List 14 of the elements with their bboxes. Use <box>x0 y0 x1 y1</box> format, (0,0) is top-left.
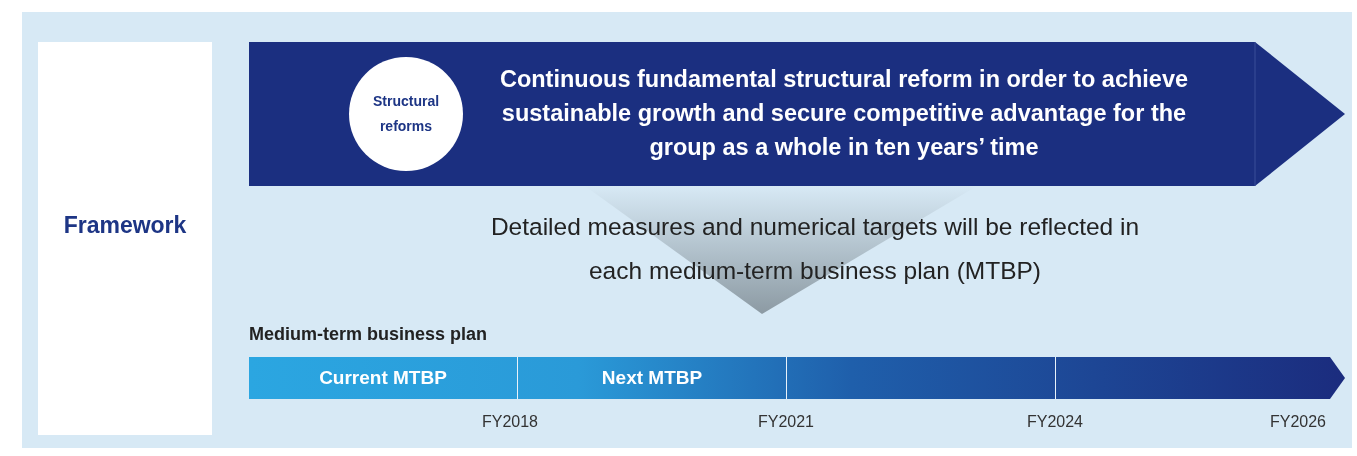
label-text: Detailed measures and numerical targets will be reflected in each medium-term business plan (MTBP) <box>489 212 1141 286</box>
panel-heading: Framework <box>62 212 188 239</box>
section-heading: Medium-term business plan <box>249 323 489 346</box>
year-label: FY2021 <box>756 412 815 432</box>
year-label: FY2026 <box>1268 412 1327 432</box>
circle-label: Structural reforms <box>371 92 441 136</box>
year-label: FY2024 <box>1025 412 1084 432</box>
reform-statement: Continuous fundamental structural reform in order to achieve sustainable growth and secure competitive advantage for the group as a whole in ten years’ time <box>498 65 1190 162</box>
year-label: FY2018 <box>480 412 539 432</box>
framework-panel <box>38 42 212 435</box>
segment-label: Current MTBP <box>319 367 447 389</box>
segment-label: Next MTBP <box>601 367 703 389</box>
reform-arrow <box>249 42 1345 186</box>
timeline-bar <box>249 357 1345 399</box>
